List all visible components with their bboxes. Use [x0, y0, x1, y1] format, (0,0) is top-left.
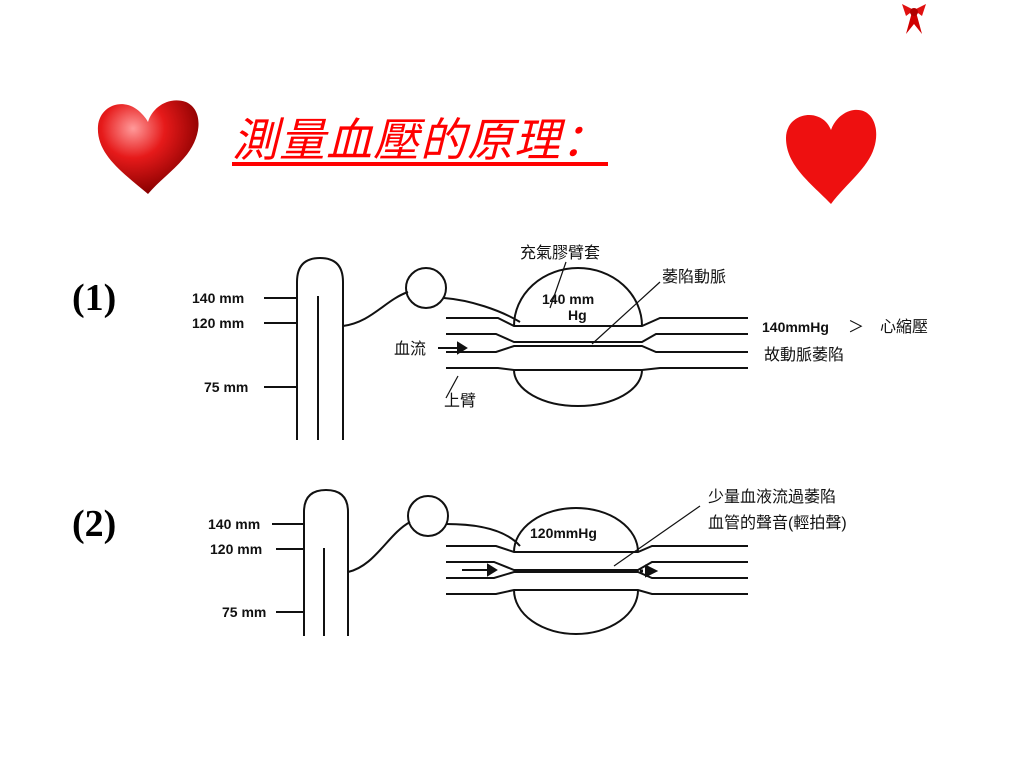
upper-arm-label: 上臂 [444, 392, 476, 410]
pressure-bulb-1 [405, 267, 447, 309]
blood-flow-label: 血流 [394, 340, 426, 358]
note-compare: 心縮壓 [880, 318, 928, 336]
collapsed-artery-label: 萎陷動脈 [662, 268, 726, 286]
scale-label-120: 120 mm [192, 315, 244, 331]
scale-label-140: 140 mm [192, 290, 244, 306]
sound-note-line-2: 血管的聲音(輕拍聲) [708, 514, 847, 532]
sound-note-line-1: 少量血液流過萎陷 [708, 488, 836, 506]
cuff-lower-2 [513, 589, 639, 635]
cuff-pressure-unit: Hg [568, 307, 587, 323]
scale-label-140: 140 mm [208, 516, 260, 532]
figure-1-number: (1) [72, 277, 117, 319]
cuff-pressure-value: 140 mm [542, 291, 594, 307]
figure-1: 140 mm 120 mm 75 mm 充氣膠臂套 萎陷動脈 140 mm Hg… [192, 244, 928, 440]
scale-label-75: 75 mm [222, 604, 266, 620]
cuff-upper-2 [513, 507, 639, 553]
manometer-tube-2 [303, 488, 349, 636]
scale-label-120: 120 mm [210, 541, 262, 557]
cuff-lower-1 [513, 369, 643, 407]
scale-label-75: 75 mm [204, 379, 248, 395]
connection-tube-1 [342, 291, 409, 327]
note-pressure: 140mmHg [762, 319, 829, 335]
page-title: 測量血壓的原理： [232, 113, 608, 167]
cuff-upper-1 [513, 267, 643, 327]
note-result: 故動脈萎陷 [764, 346, 844, 364]
figure-2: 140 mm 120 mm 75 mm 120mmHg 少量血液流過萎陷 血管的… [208, 488, 847, 636]
note-symbol: ＞ [848, 319, 864, 336]
cuff-label: 充氣膠臂套 [520, 244, 600, 262]
connection-tube-2 [347, 521, 411, 573]
heart-icon-right [786, 109, 877, 204]
cuff-pressure-value: 120mmHg [530, 525, 597, 541]
figure-2-number: (2) [72, 503, 117, 545]
pressure-bulb-2 [407, 495, 449, 537]
manometer-tube-1 [296, 256, 344, 440]
corner-bow-icon [902, 4, 926, 34]
heart-icon-left [97, 100, 199, 194]
